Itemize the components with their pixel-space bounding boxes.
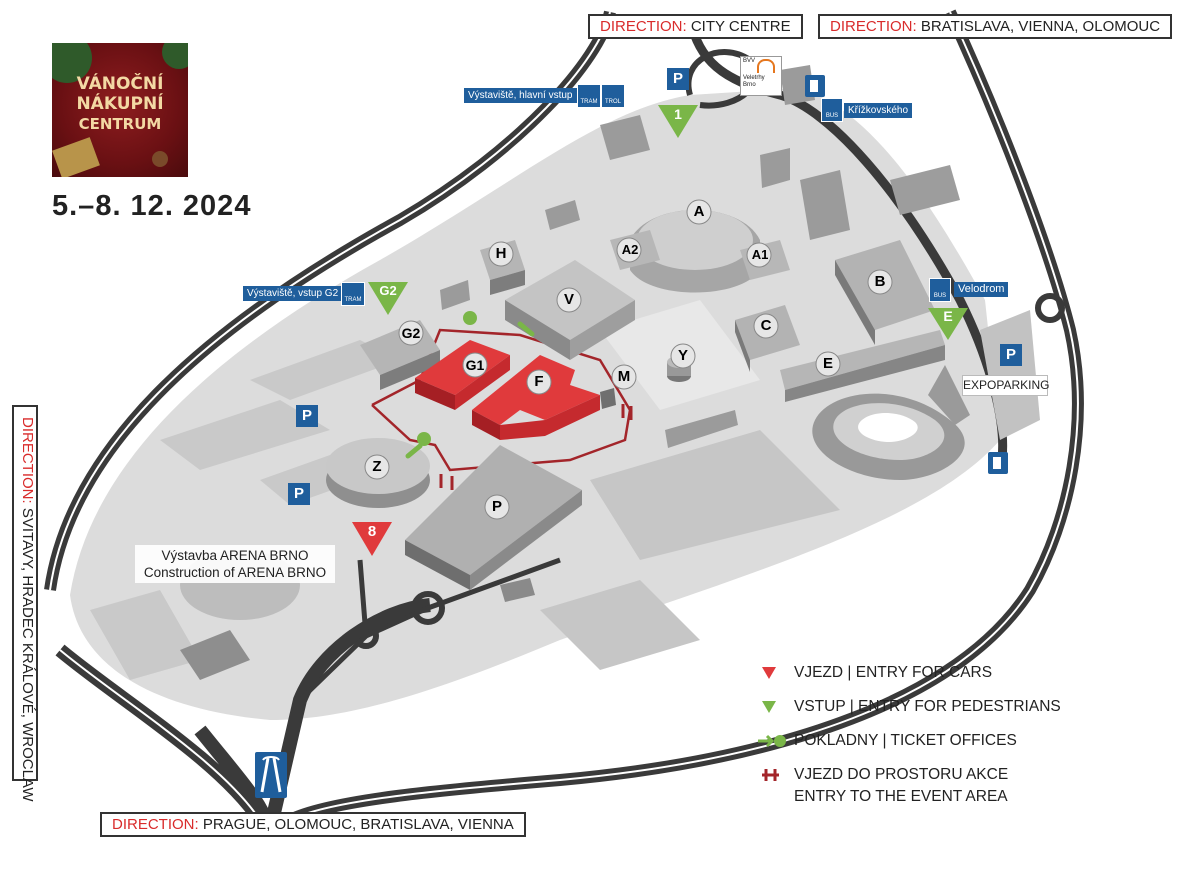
stop-g2: Výstaviště, vstup G2 — [243, 286, 343, 301]
fuel-station-icon — [805, 75, 825, 97]
roundabout-south — [411, 591, 445, 625]
legend-event-entry: VJEZD DO PROSTORU AKCE ENTRY TO THE EVEN… — [760, 764, 1061, 814]
direction-word: DIRECTION: — [19, 417, 36, 504]
pavilion-m-label: M — [617, 368, 631, 385]
stop-krizkovskeho: Křížkovského — [844, 103, 913, 118]
car-entry-8-label: 8 — [367, 523, 377, 540]
roundabout-east — [1035, 293, 1065, 323]
legend-car-entry-text: VJEZD | ENTRY FOR CARS — [794, 664, 993, 681]
hall-g1 — [415, 340, 510, 395]
fuel-station-icon — [988, 452, 1008, 474]
event-banner: VÁNOČNÍ NÁKUPNÍ CENTRUM — [52, 43, 188, 177]
legend-pedestrian-entry-text: VSTUP | ENTRY FOR PEDESTRIANS — [794, 698, 1061, 715]
direction-word: DIRECTION: — [112, 816, 199, 833]
bvv-logo-line3: Brno — [743, 82, 756, 88]
pavilion-h-label: H — [495, 245, 507, 262]
direction-bratislava: DIRECTION: BRATISLAVA, VIENNA, OLOMOUC — [818, 14, 1173, 39]
gate-1 — [658, 105, 698, 138]
gate-g2-label: G2 — [379, 283, 397, 298]
legend-event-entry-line2: ENTRY TO THE EVENT AREA — [794, 788, 1008, 805]
expoparking-label: EXPOPARKING — [962, 375, 1049, 396]
event-zone-outline — [371, 328, 632, 472]
direction-word: DIRECTION: — [830, 18, 917, 35]
pavilion-p-label: P — [491, 498, 502, 515]
building-e — [780, 330, 945, 390]
arena-line2: Construction of ARENA BRNO — [143, 565, 327, 580]
arena-construction-label: Výstavba ARENA BRNO Construction of AREN… — [135, 545, 335, 583]
tram-icon: TRAM — [341, 282, 365, 306]
pavilion-g1-label: G1 — [465, 357, 485, 373]
pavilion-g2-label: G2 — [401, 325, 421, 341]
trolleybus-icon: TROL — [601, 84, 625, 108]
parking-north: P — [667, 68, 689, 90]
pavilion-y-label: Y — [677, 347, 688, 364]
pavilion-e-label: E — [822, 355, 833, 372]
stop-velodrom: Velodrom — [954, 282, 1009, 297]
direction-city-centre: DIRECTION: CITY CENTRE — [588, 14, 803, 39]
motorway-icon — [255, 752, 287, 798]
ticket-office-icon — [758, 734, 786, 748]
legend-ticket-offices-text: POKLADNY | TICKET OFFICES — [794, 732, 1017, 749]
banner-line1: VÁNOČNÍ — [76, 74, 164, 94]
direction-prague: DIRECTION: PRAGUE, OLOMOUC, BRATISLAVA, … — [100, 812, 526, 837]
event-entry-icon — [762, 769, 779, 781]
pavilion-a2-label: A2 — [621, 242, 639, 257]
parking-west: P — [296, 405, 318, 427]
direction-bratislava-text: BRATISLAVA, VIENNA, OLOMOUC — [920, 18, 1161, 35]
red-triangle-icon — [762, 667, 776, 679]
legend-ticket-offices: POKLADNY | TICKET OFFICES — [758, 730, 1061, 764]
banner-line2: NÁKUPNÍ — [76, 94, 164, 114]
gate-1-label: 1 — [674, 106, 682, 122]
bus-icon: BUS — [821, 98, 843, 122]
direction-svitavy-text: SVITAVY, HRADEC KRÁLOVÉ, WROCLAW — [19, 507, 36, 802]
event-dates: 5.–8. 12. 2024 — [52, 190, 252, 222]
stop-main-entrance: Výstaviště, hlavní vstup — [464, 88, 577, 103]
map-legend: VJEZD | ENTRY FOR CARS VSTUP | ENTRY FOR… — [758, 662, 1061, 814]
legend-car-entry: VJEZD | ENTRY FOR CARS — [760, 662, 1061, 696]
direction-word: DIRECTION: — [600, 18, 687, 35]
bus-icon: BUS — [929, 278, 951, 302]
pavilion-a-label: A — [693, 203, 705, 220]
green-triangle-icon — [762, 701, 776, 713]
pavilion-b-label: B — [874, 273, 886, 290]
event-entry-marker — [439, 404, 633, 490]
arena-line1: Výstavba ARENA BRNO — [161, 548, 309, 563]
pavilion-f-label: F — [534, 373, 544, 390]
tram-icon: TRAM — [577, 84, 601, 108]
parking-east: P — [1000, 344, 1022, 366]
bvv-logo-line1: BVV — [743, 58, 756, 64]
pedestrian-arrow — [405, 443, 423, 459]
pavilion-c-label: C — [760, 317, 772, 334]
gate-e-label: E — [943, 308, 953, 324]
legend-event-entry-line1: VJEZD DO PROSTORU AKCE — [794, 766, 1009, 783]
car-entry-8 — [352, 522, 392, 556]
gate-e — [928, 308, 968, 340]
ticket-office-marker — [417, 432, 431, 446]
direction-prague-text: PRAGUE, OLOMOUC, BRATISLAVA, VIENNA — [202, 816, 514, 833]
bvv-logo: BVV Veletrhy Brno — [740, 56, 782, 96]
pavilion-z-label: Z — [372, 458, 382, 475]
direction-city-centre-text: CITY CENTRE — [690, 18, 791, 35]
gate-g2 — [368, 282, 408, 315]
parking-southwest: P — [288, 483, 310, 505]
pavilion-a1-label: A1 — [751, 247, 769, 262]
building-m — [600, 388, 616, 409]
pavilion-v-label: V — [563, 291, 574, 308]
bvv-logo-line2: Veletrhy — [743, 75, 765, 81]
legend-pedestrian-entry: VSTUP | ENTRY FOR PEDESTRIANS — [760, 696, 1061, 730]
direction-svitavy: DIRECTION: SVITAVY, HRADEC KRÁLOVÉ, WROC… — [12, 405, 38, 802]
banner-line3: CENTRUM — [78, 115, 162, 133]
